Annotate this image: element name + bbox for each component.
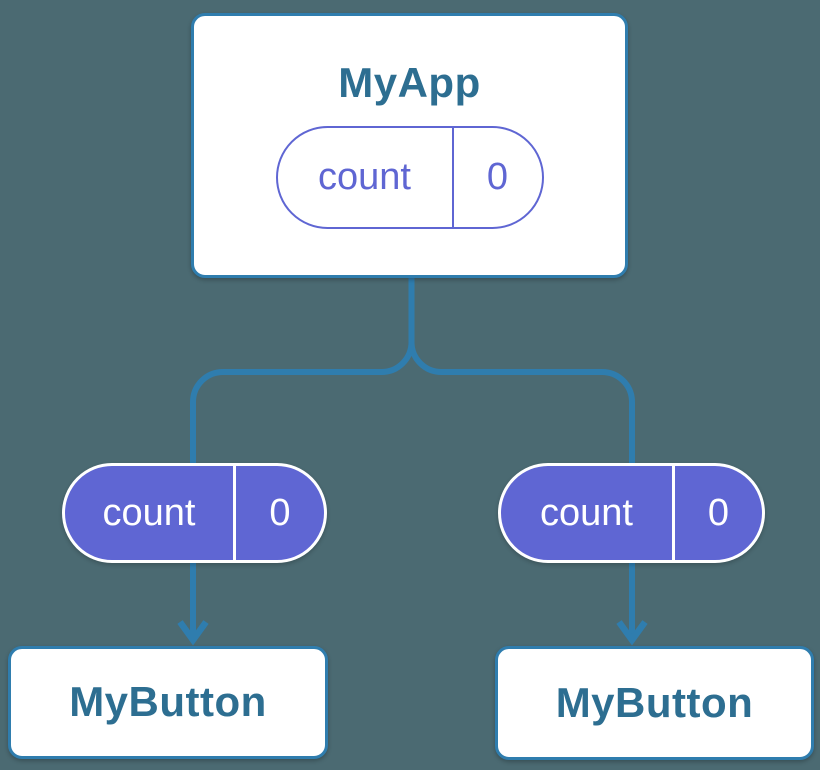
state-label: count [278, 128, 454, 228]
state-label: count [65, 466, 236, 560]
connector-branch-right [408, 341, 635, 639]
arrow-down-icon [177, 620, 209, 646]
connector-branch-left [190, 341, 415, 639]
arrow-down-icon [616, 620, 648, 646]
state-pill-mybutton-left: count 0 [62, 463, 327, 563]
state-value: 0 [486, 156, 509, 199]
node-mybutton-right-title: MyButton [555, 678, 754, 726]
node-myapp-title: MyApp [338, 59, 481, 106]
state-value: 0 [269, 491, 291, 534]
state-pill-mybutton-right: count 0 [498, 463, 765, 563]
state-label: count [501, 466, 675, 560]
node-mybutton-left: MyButton [8, 646, 328, 759]
state-value: 0 [707, 491, 730, 534]
state-pill-myapp: count 0 [275, 126, 544, 230]
node-mybutton-left-title: MyButton [69, 678, 267, 726]
node-mybutton-right: MyButton [495, 646, 814, 760]
node-myapp: MyApp count 0 [191, 13, 628, 278]
